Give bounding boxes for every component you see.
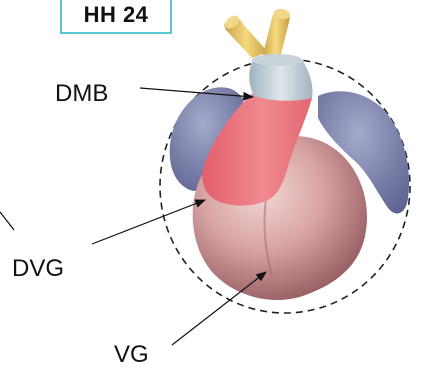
stage-label-box: HH 24 (60, 0, 172, 34)
offscreen-pointer-line (0, 212, 14, 230)
dvg-pointer-arrow (92, 200, 205, 244)
vg-label: VG (114, 343, 149, 367)
dvg-label: DVG (12, 257, 64, 281)
great-vessels (223, 8, 291, 62)
dmb-label: DMB (55, 82, 108, 106)
stage-label: HH 24 (84, 4, 149, 32)
